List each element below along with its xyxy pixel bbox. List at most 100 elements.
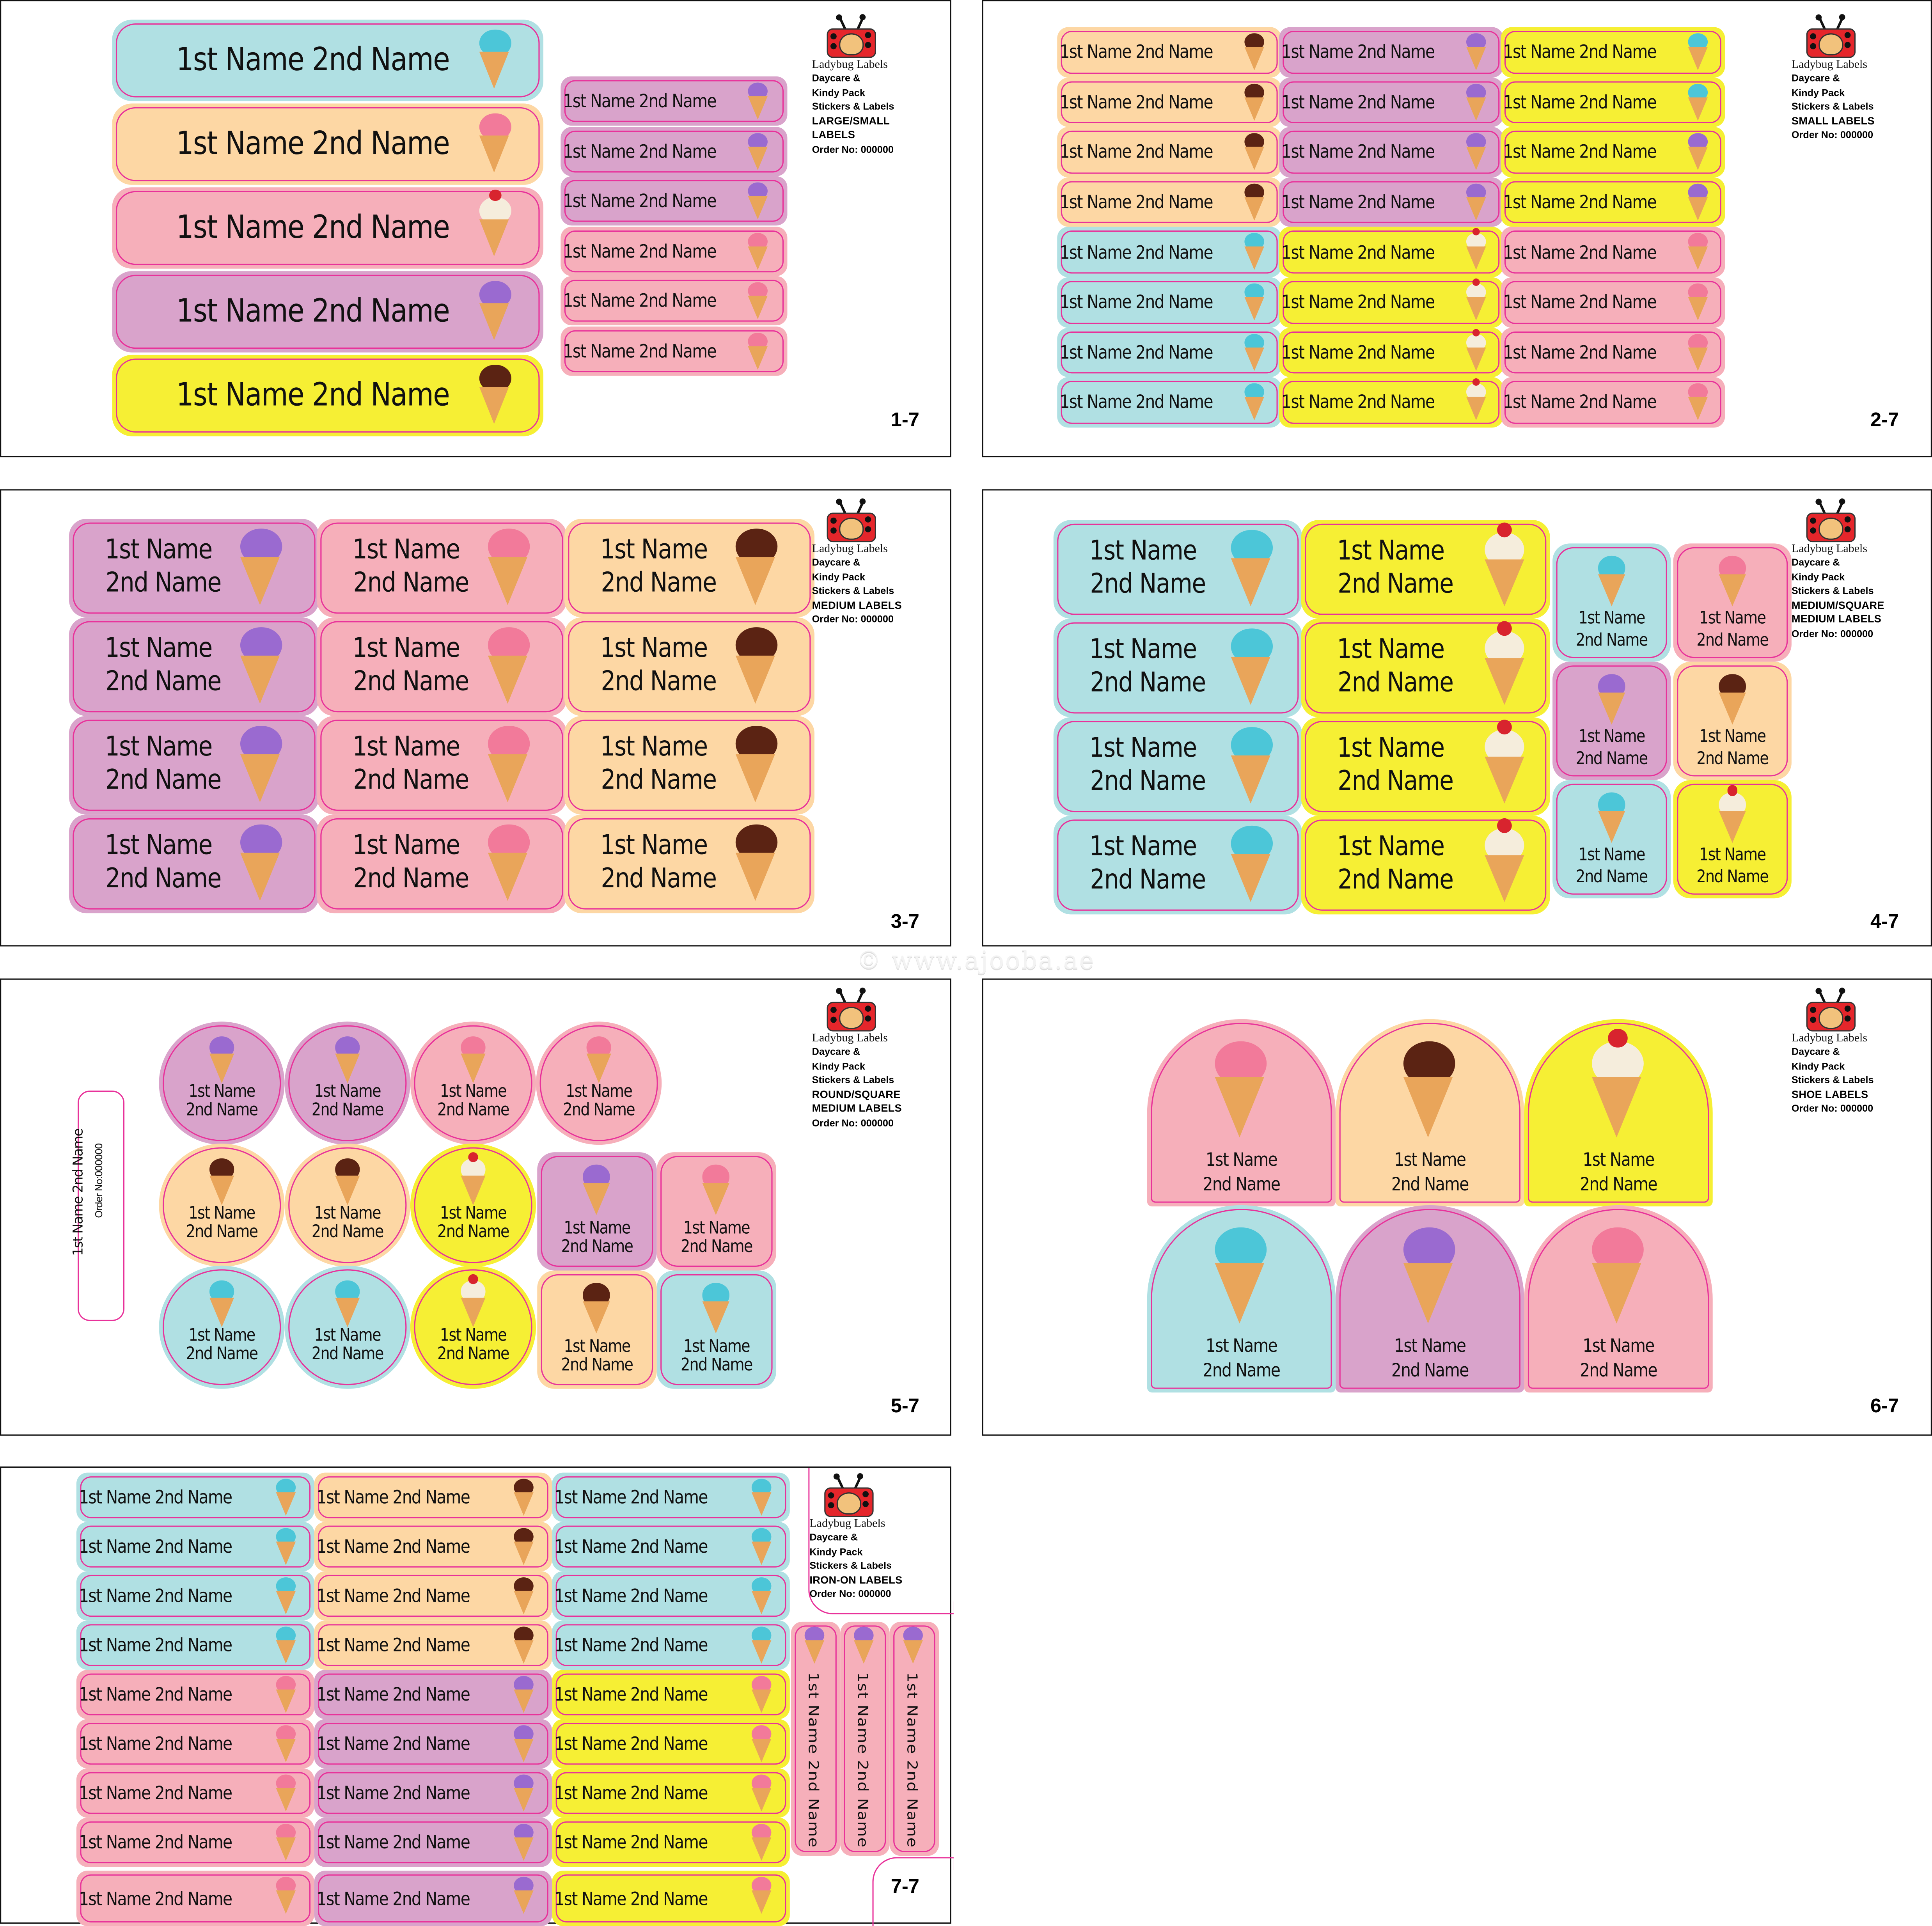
name-label[interactable]: 1st Name 2nd Name — [1057, 377, 1282, 427]
name-label[interactable]: 1st Name 2nd Name — [1057, 277, 1282, 327]
name-label[interactable]: 1st Name 2nd Name — [889, 1621, 939, 1856]
name-label[interactable]: 1st Name 2nd Name — [314, 1571, 552, 1621]
name-label[interactable]: 1st Name 2nd Name — [112, 271, 544, 353]
name-label[interactable]: 1st Name 2nd Name — [561, 176, 788, 226]
name-label[interactable]: 1st Name 2nd Name — [552, 1871, 790, 1926]
name-label[interactable]: 1st Name 2nd Name — [76, 1871, 314, 1926]
name-label[interactable]: 1st Name 2nd Name — [76, 1768, 314, 1818]
name-label[interactable]: 1st Name 2nd Name — [1279, 277, 1503, 327]
name-label[interactable]: 1st Name 2nd Name — [561, 276, 788, 326]
name-label[interactable]: 1st Name 2nd Name — [840, 1621, 890, 1856]
name-label[interactable]: 1st Name 2nd Name — [1501, 227, 1725, 277]
name-label[interactable]: 1st Name 2nd Name — [552, 1571, 790, 1621]
name-label[interactable]: 1st Name 2nd Name — [112, 187, 544, 269]
name-label[interactable]: 1st Name 2nd Name — [76, 1522, 314, 1571]
name-label[interactable]: 1st Name 2nd Name — [1057, 127, 1282, 177]
name-label[interactable]: 1st Name 2nd Name — [112, 103, 544, 185]
name-label[interactable]: 1st Name 2nd Name — [1057, 27, 1282, 77]
name-label[interactable]: 1st Name 2nd Name — [1501, 327, 1725, 378]
name-label[interactable]: 1st Name 2nd Name — [1501, 377, 1725, 427]
name-label[interactable]: 1st Name 2nd Name — [76, 1571, 314, 1621]
name-label[interactable]: 1st Name 2nd Name — [1279, 327, 1503, 378]
name-label[interactable]: 1st Name 2nd Name — [1057, 177, 1282, 227]
name-label[interactable]: 1st Name 2nd Name — [552, 1522, 790, 1571]
name-label[interactable]: 1st Name 2nd Name — [1057, 227, 1282, 277]
name-label[interactable]: 1st Name 2nd Name — [1279, 127, 1503, 177]
name-label[interactable]: 1st Name 2nd Name — [552, 1818, 790, 1867]
name-label[interactable]: 1st Name 2nd Name — [1501, 27, 1725, 77]
name-label[interactable]: 1st Name 2nd Name — [112, 355, 544, 436]
name-label[interactable]: 1st Name 2nd Name — [112, 20, 544, 101]
name-label[interactable]: 1st Name 2nd Name — [552, 1472, 790, 1522]
name-label[interactable]: 1st Name 2nd Name — [552, 1620, 790, 1670]
name-label[interactable]: 1st Name 2nd Name — [1501, 177, 1725, 227]
name-label[interactable]: 1st Name 2nd Name — [1501, 127, 1725, 177]
name-label[interactable]: 1st Name 2nd Name — [314, 1768, 552, 1818]
name-label[interactable]: 1st Name 2nd Name — [76, 1719, 314, 1768]
name-label[interactable]: 1st Name 2nd Name — [1501, 277, 1725, 327]
name-label[interactable]: 1st Name 2nd Name — [1279, 377, 1503, 427]
name-label[interactable]: 1st Name 2nd Name — [76, 1472, 314, 1522]
name-label[interactable]: 1st Name 2nd Name — [1057, 77, 1282, 127]
name-label[interactable]: 1st Name 2nd Name — [561, 226, 788, 276]
name-label[interactable]: 1st Name 2nd Name — [76, 1670, 314, 1719]
name-label[interactable]: 1st Name 2nd Name — [552, 1768, 790, 1818]
name-label[interactable]: 1st Name 2nd Name — [1279, 227, 1503, 277]
name-label[interactable]: 1st Name 2nd Name — [314, 1522, 552, 1571]
name-label[interactable]: 1st Name 2nd Name — [1279, 77, 1503, 127]
name-label[interactable]: 1st Name 2nd Name — [552, 1719, 790, 1768]
name-label[interactable]: 1st Name 2nd Name — [314, 1719, 552, 1768]
name-label[interactable]: 1st Name 2nd Name — [1279, 177, 1503, 227]
name-label[interactable]: 1st Name 2nd Name — [314, 1670, 552, 1719]
name-label[interactable]: 1st Name 2nd Name — [314, 1472, 552, 1522]
name-label[interactable]: 1st Name 2nd Name — [561, 76, 788, 126]
name-label[interactable]: 1st Name 2nd Name — [1279, 27, 1503, 77]
name-label[interactable]: 1st Name 2nd Name — [314, 1871, 552, 1926]
name-label[interactable]: 1st Name 2nd Name — [76, 1818, 314, 1867]
name-label[interactable]: 1st Name 2nd Name — [561, 126, 788, 176]
